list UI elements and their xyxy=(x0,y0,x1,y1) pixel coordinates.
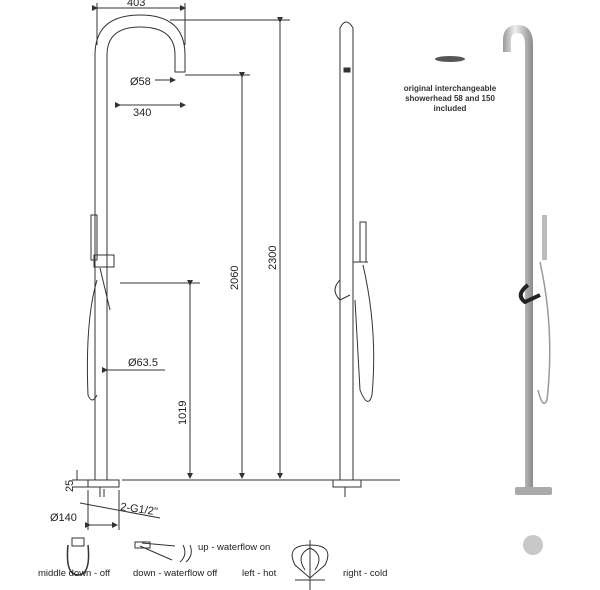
legend-left: left - hot xyxy=(242,568,277,579)
legend-up: up - waterflow on xyxy=(198,542,271,553)
legend-down: down - waterflow off xyxy=(133,568,218,579)
dim-height-mixer: 1019 xyxy=(177,401,189,425)
dim-height-head: 2060 xyxy=(229,266,241,290)
showerhead-note: original interchangeable showerhead 58 a… xyxy=(388,84,512,114)
dim-reach: 340 xyxy=(133,107,151,119)
product-photo xyxy=(435,25,552,555)
dim-connection: 2-G1/2" xyxy=(120,501,159,518)
legend-icons xyxy=(66,537,329,590)
note-line: original interchangeable xyxy=(403,84,497,93)
legend-right: right - cold xyxy=(343,568,388,579)
legend-middle-down: middle down - off xyxy=(38,568,111,579)
note-line: showerhead 58 and 150 xyxy=(405,94,495,103)
dim-height-total: 2300 xyxy=(267,246,279,270)
dim-pipe-diameter: Ø63.5 xyxy=(128,357,158,369)
dim-base-height: 25 xyxy=(64,480,76,492)
dim-head-diameter: Ø58 xyxy=(130,76,151,88)
dim-base-diameter: Ø140 xyxy=(50,512,77,524)
note-line: included xyxy=(433,104,467,113)
dim-width-total: 403 xyxy=(127,0,145,9)
side-view xyxy=(332,21,375,497)
finish-swatch xyxy=(523,535,543,555)
front-view xyxy=(72,3,400,530)
